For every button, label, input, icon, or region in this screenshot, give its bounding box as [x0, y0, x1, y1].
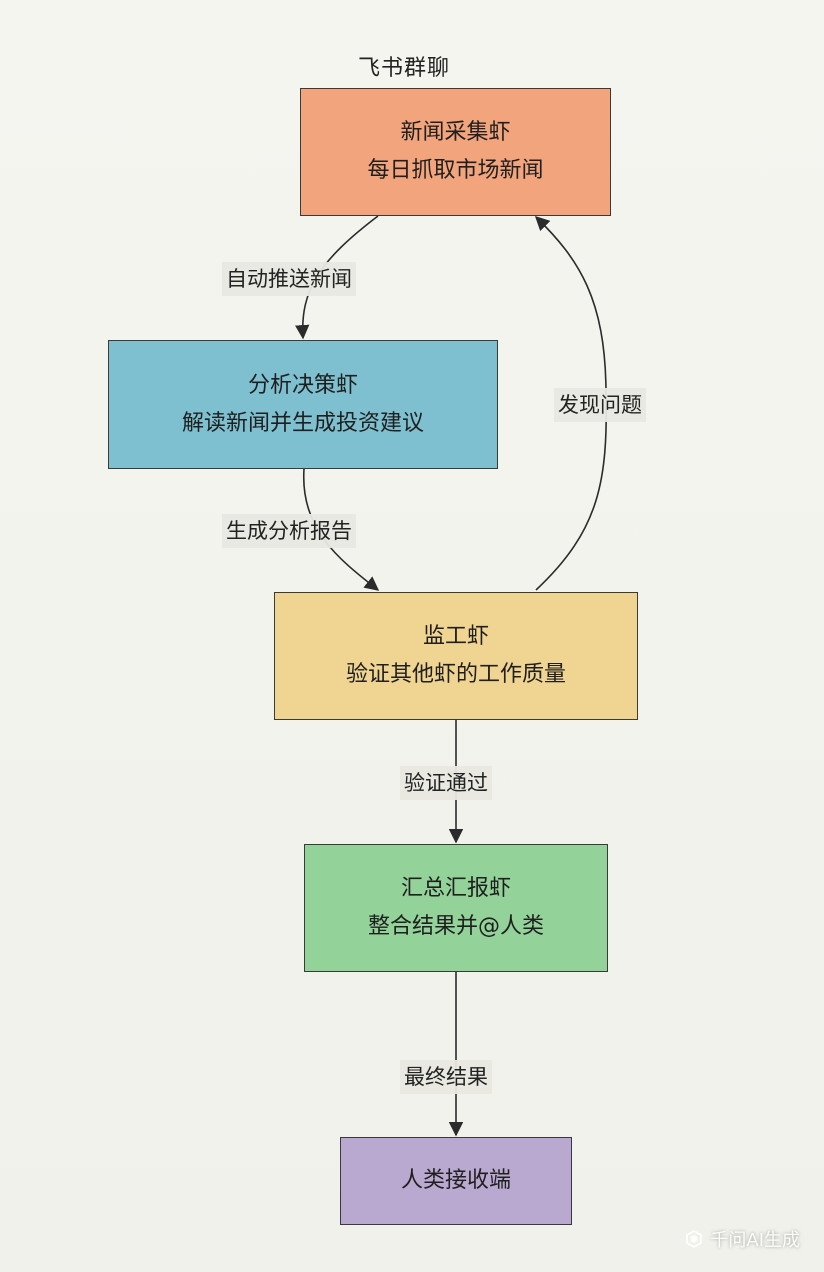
node-title: 分析决策虾 — [247, 372, 358, 398]
node-news-collector: 新闻采集虾 每日抓取市场新闻 — [300, 88, 611, 216]
node-human-receiver: 人类接收端 — [340, 1137, 572, 1225]
node-subtitle: 验证其他虾的工作质量 — [345, 662, 566, 687]
edge-label-generate-report: 生成分析报告 — [222, 514, 356, 548]
node-supervisor: 监工虾 验证其他虾的工作质量 — [274, 592, 638, 720]
node-summary-reporter: 汇总汇报虾 整合结果并@人类 — [304, 844, 608, 972]
node-title: 人类接收端 — [400, 1168, 511, 1193]
watermark-text: 千问AI生成 — [710, 1230, 800, 1251]
node-subtitle: 每日抓取市场新闻 — [367, 158, 544, 183]
group-title: 飞书群聊 — [358, 56, 451, 81]
edge-label-verified: 验证通过 — [400, 766, 492, 800]
node-title: 汇总汇报虾 — [400, 876, 511, 901]
qianwen-logo-icon — [686, 1230, 703, 1248]
edge-label-found-issue: 发现问题 — [554, 388, 646, 422]
node-analysis-decision: 分析决策虾 解读新闻并生成投资建议 — [108, 340, 498, 469]
edge-label-final-result: 最终结果 — [400, 1060, 492, 1094]
node-subtitle: 整合结果并@人类 — [367, 914, 544, 939]
node-title: 监工虾 — [422, 624, 489, 649]
watermark: 千问AI生成 — [684, 1226, 800, 1252]
edge-label-auto-push: 自动推送新闻 — [222, 262, 356, 296]
node-subtitle: 解读新闻并生成投资建议 — [181, 410, 424, 436]
node-title: 新闻采集虾 — [400, 120, 511, 145]
